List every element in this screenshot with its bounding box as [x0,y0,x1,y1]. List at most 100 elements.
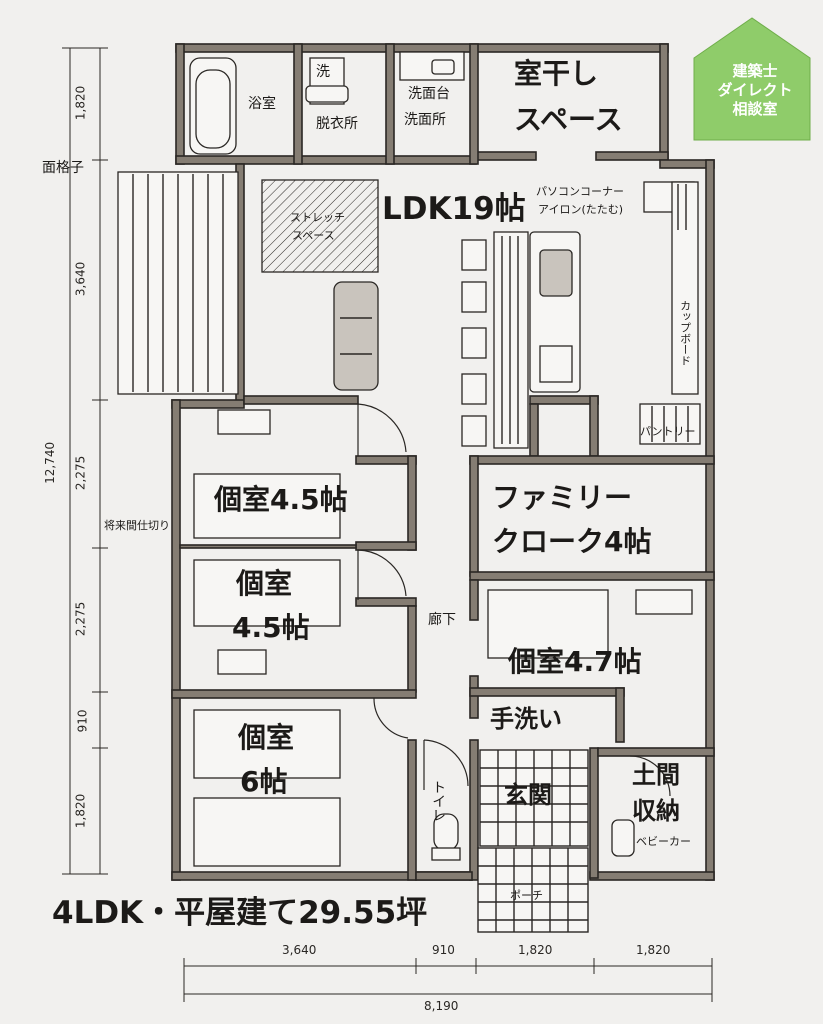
wall [175,43,669,53]
label-room-d-line1: 個室 [238,721,295,754]
label-porch: ポーチ [510,889,543,902]
label-lattice: 面格子 [42,160,84,176]
wall [595,151,669,161]
wall [615,687,625,743]
dining-table [493,231,529,449]
badge-line: 建築士 [732,62,778,80]
label-handwash: 手洗い [490,705,562,733]
stretch-space-area [261,179,379,273]
wall [175,155,477,165]
door-swings [357,403,671,797]
bed [193,709,341,779]
wall [529,395,599,405]
dim-bottom-3: 1,820 [636,943,671,957]
wall [243,395,359,405]
label-stroller: ベビーカー [636,835,691,848]
wall [407,739,417,881]
wall [469,579,479,621]
wall [529,403,539,457]
label-room-b-line1: 個室 [236,567,293,600]
label-vanity-room: 洗面所 [404,112,446,128]
label-room-c: 個室4.7帖 [508,645,642,678]
bed [193,473,341,539]
dim-left-total: 12,740 [43,441,58,484]
wall [407,455,417,551]
wall [589,871,715,881]
wall [171,399,245,409]
badge-shape [693,17,811,141]
plan-title: 4LDK・平屋建て29.55坪 [52,895,428,931]
wall [597,747,715,757]
vanity-sink [431,59,455,75]
dim-left-0: 1,820 [73,85,88,121]
wall [589,395,599,457]
label-drying-line1: 室干し [514,57,599,90]
wall [469,675,479,719]
bed [487,589,609,659]
badge-line: ダイレクト [717,80,793,99]
wall [171,399,181,881]
cupboard [671,181,699,395]
label-ldk: LDK19帖 [382,191,526,227]
label-dressing: 脱衣所 [316,116,358,132]
wall [407,605,417,693]
dim-left-5: 1,820 [73,793,88,829]
label-bath: 浴室 [248,96,276,112]
dim-left-1: 3,640 [73,261,88,297]
dimension-lines [62,47,713,1002]
dim-bottom-total: 8,190 [424,999,459,1013]
wall [469,455,479,577]
dim-bottom-1: 910 [432,943,455,957]
label-entrance: 玄関 [504,781,552,809]
wall [705,159,715,881]
dim-left-3: 2,275 [73,601,88,637]
label-stretch-line2: スペース [292,229,335,242]
lattice-lines [132,174,224,392]
wall [415,871,473,881]
wall [171,689,417,699]
label-room-d-line2: 6帖 [240,765,288,798]
dim-bottom-2: 1,820 [518,943,553,957]
dim-left-4: 910 [75,709,90,733]
wall [469,43,479,165]
label-pc-line2: アイロン(たたむ) [538,203,624,216]
wall [475,151,537,161]
label-cupboard: カップボード [678,300,692,366]
wall [355,597,417,607]
dim-left-2: 2,275 [73,455,88,491]
label-hallway: 廊下 [428,612,456,628]
wall [385,43,395,165]
label-room-b-line2: 4.5帖 [232,611,310,644]
wall [659,43,669,161]
badge-line: 相談室 [732,99,778,118]
label-stretch-line1: ストレッチ [290,211,345,224]
pantry-shelf [639,403,701,445]
label-pantry: パントリー [640,425,696,438]
label-family-line2: クローク4帖 [492,525,652,558]
dining-stools [461,239,487,447]
label-family-line1: ファミリー [492,481,633,514]
label-wash-mark: 洗 [316,64,330,80]
desk [217,649,267,675]
label-partition: 将来間仕切り [104,519,170,532]
label-doma-line2: 収納 [632,797,680,825]
desk [635,589,693,615]
wall [469,739,479,881]
label-vanity-top: 洗面台 [408,86,450,102]
label-room-a: 個室4.5帖 [214,483,348,516]
stroller-shape [611,819,635,857]
bathtub-inner [195,69,231,149]
kitchen-sink [539,249,573,297]
sofa [333,281,379,391]
wall [469,571,715,581]
label-drying-line2: スペース [514,103,623,136]
wall [175,43,185,165]
dressing-counter [305,85,349,103]
badge-logo: 建築士 ダイレクト 相談室 [700,62,810,118]
toilet-tank [431,847,461,861]
kitchen-stove [539,345,573,383]
desk [217,409,271,435]
wall [293,43,303,165]
wall [469,455,715,465]
bed [193,797,341,867]
